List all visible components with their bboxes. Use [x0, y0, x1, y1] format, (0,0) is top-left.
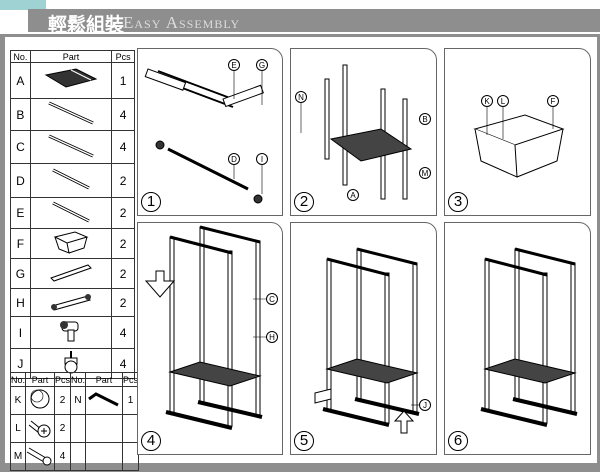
part-pcs: 2 — [54, 414, 72, 443]
part-no: E — [10, 197, 31, 229]
part-callout: D — [228, 153, 240, 165]
tube-icon — [29, 163, 113, 198]
step-number: 5 — [294, 431, 314, 451]
part-callout: E — [228, 59, 240, 71]
part-no: B — [10, 98, 31, 131]
part-pcs: 4 — [111, 316, 135, 349]
knob-icon — [25, 386, 56, 415]
assembly-illustration — [144, 225, 272, 430]
part-callout: K — [481, 95, 493, 107]
table-row: M 4 — [9, 442, 140, 471]
assembly-illustration — [473, 107, 565, 178]
step-panel-1: E G D I 1 — [137, 48, 283, 216]
part-pcs: 4 — [111, 98, 135, 131]
part-pcs: 2 — [111, 228, 135, 259]
part-callout: M — [419, 167, 431, 179]
part-no: D — [10, 163, 31, 198]
assembly-illustration — [480, 247, 578, 427]
shelf-rack-icon — [29, 62, 113, 99]
header-bar: 輕鬆組裝 Easy Assembly — [28, 9, 600, 36]
table-row: K 2 N 1 — [9, 386, 140, 415]
tube-icon — [29, 197, 113, 229]
step-panel-4: C H 4 — [137, 222, 283, 455]
long-tube-icon — [29, 130, 113, 164]
step-number: 4 — [141, 431, 161, 451]
part-callout: A — [347, 189, 359, 201]
part-no: K — [9, 386, 27, 415]
title-chinese: 輕鬆組裝 — [48, 14, 125, 36]
part-no: G — [10, 258, 31, 289]
part-no: I — [10, 316, 31, 349]
col-part: Part — [25, 372, 56, 387]
step-panel-2: N B M A 2 — [290, 48, 437, 216]
assembly-illustration — [144, 68, 264, 204]
allen-key-icon — [85, 386, 124, 415]
col-pcs: Pcs — [111, 50, 135, 63]
part-callout: C — [266, 293, 278, 305]
assembly-illustration — [300, 64, 413, 200]
col-pcs: Pcs — [54, 372, 72, 387]
part-callout: G — [256, 59, 268, 71]
title-english: Easy Assembly — [123, 13, 241, 32]
part-no: F — [10, 228, 31, 259]
t-connector-icon — [29, 316, 113, 349]
col-part: Part — [85, 372, 124, 387]
part-callout: J — [419, 399, 431, 411]
part-pcs: 2 — [111, 197, 135, 229]
part-pcs: 4 — [111, 130, 135, 164]
long-screw-icon — [25, 442, 56, 471]
part-no: N — [70, 386, 87, 415]
col-no: No. — [70, 372, 87, 387]
short-screw-icon — [25, 414, 56, 443]
part-callout: B — [419, 113, 431, 125]
part-no: M — [9, 442, 27, 471]
part-no: C — [10, 130, 31, 164]
table-row: L 2 — [9, 414, 140, 443]
part-pcs: 2 — [111, 258, 135, 289]
col-no: No. — [9, 372, 27, 387]
col-part: Part — [29, 50, 113, 63]
part-pcs: 2 — [54, 386, 72, 415]
part-pcs: 1 — [111, 62, 135, 99]
part-callout: F — [547, 95, 559, 107]
step-panel-6: 6 — [444, 222, 591, 455]
part-no: H — [10, 288, 31, 317]
step-number: 3 — [448, 192, 468, 212]
part-pcs: 2 — [111, 163, 135, 198]
part-no: A — [10, 62, 31, 99]
part-callout: N — [295, 91, 307, 103]
part-callout: L — [497, 95, 509, 107]
part-pcs: 2 — [111, 288, 135, 317]
col-no: No. — [10, 50, 31, 63]
base-bar-icon — [29, 258, 113, 289]
part-pcs: 4 — [111, 348, 135, 379]
part-callout: I — [256, 153, 268, 165]
header-accent — [0, 0, 46, 10]
part-no: L — [9, 414, 27, 443]
part-pcs: 4 — [54, 442, 72, 471]
connector-bar-icon — [29, 288, 113, 317]
step-number: 2 — [294, 192, 314, 212]
assembly-illustration — [314, 247, 420, 434]
long-tube-icon — [29, 98, 113, 131]
step-number: 1 — [141, 192, 161, 212]
part-callout: H — [266, 331, 278, 343]
basket-icon — [29, 228, 113, 259]
step-number: 6 — [448, 431, 468, 451]
